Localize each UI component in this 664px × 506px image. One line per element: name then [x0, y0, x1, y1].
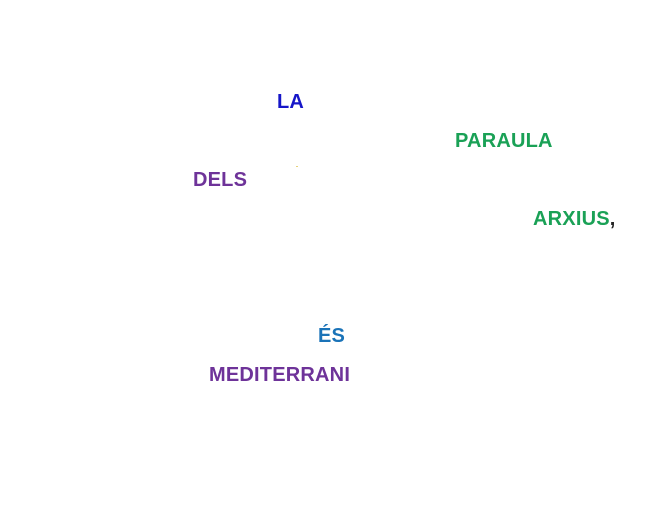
word-mediterrani: MEDITERRANI [209, 364, 351, 386]
word-arxius-text: ARXIUS [533, 208, 610, 230]
stray-dot [296, 166, 298, 167]
word-arxius-comma: , [609, 208, 616, 230]
word-arxius: ARXIUS, [533, 207, 616, 231]
word-paraula: PARAULA [455, 130, 553, 152]
word-es: ÉS [318, 325, 346, 347]
word-la: LA [277, 91, 305, 113]
word-dels: DELS [193, 169, 248, 191]
